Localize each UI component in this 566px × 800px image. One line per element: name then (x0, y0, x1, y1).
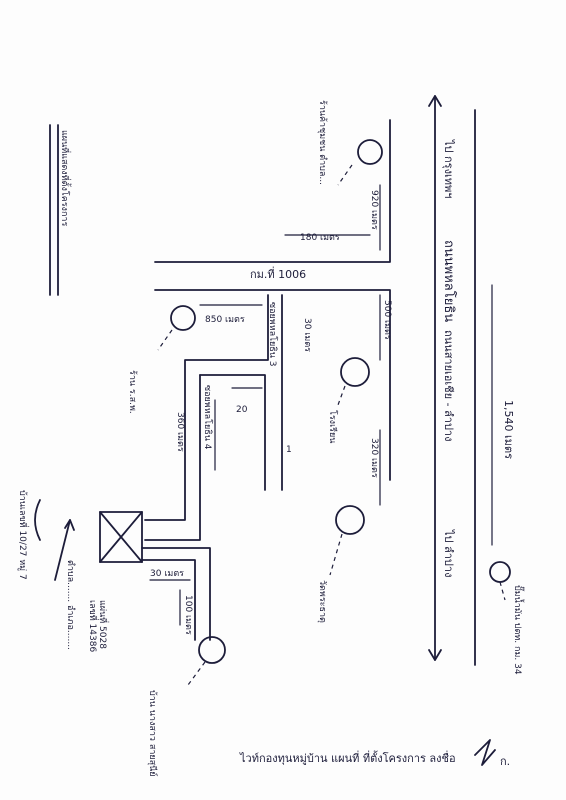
d360-label: 360 เมตร (175, 412, 185, 452)
soi4-road-b (144, 374, 201, 541)
main-highway-label: ถนนพหลโยธิน (441, 240, 457, 322)
bottom-house-label: บ้าน นางสาว สายสุนีย์ (147, 690, 159, 777)
km-marker-label: กม.ที่ 1006 (250, 266, 306, 281)
distance-1540-label: 1,540 เมตร (502, 400, 515, 459)
landmark-temple-circle (335, 505, 365, 535)
d30a-label: 30 เมตร (302, 318, 312, 352)
gas-label: ปั๊มน้ำมัน ปตท. กม. 34 (512, 585, 525, 675)
d180-label: 180 เมตร (300, 233, 340, 243)
d20-label: 20 (236, 405, 248, 415)
to-bangkok-label: ไป กรุงเทพฯ (442, 139, 455, 198)
d100-label: 100 เมตร (183, 595, 193, 635)
soi3-label: ซอยพหลโยธิน 3 (267, 302, 278, 367)
arrow-up-icon (428, 95, 442, 107)
soi4-road (199, 374, 266, 491)
ruam-label: ร้าน ร.ส.พ. (127, 370, 138, 414)
caption: ไวท์กองทุนหมู่บ้าน แผนที่ ที่ตั้งโครงการ… (239, 750, 456, 765)
soi4-label: ซอยพหลโยธิน 4 (202, 385, 213, 450)
landmark-bottom-circle (198, 636, 226, 664)
top-shop-label: ร้านค้าชุมชน ตำบล... (317, 100, 328, 185)
landmark-ruam-circle (170, 305, 196, 331)
top-road (154, 119, 391, 263)
lower-road-b (141, 559, 196, 641)
d500-label: 500 เมตร (382, 300, 392, 340)
school-label: โรงเรียน (327, 410, 338, 443)
left-notes-line2: เลขที่ 14386 (87, 600, 100, 652)
left-notes-line4: บ้านเลขที่ 10/27 หมู่ 7 (17, 490, 30, 580)
left-notes-title: แผนที่แสดงที่ตั้งโครงการ (59, 130, 72, 226)
signature-text: ก. (500, 755, 510, 768)
left-notes-line3: แผ่นที่ 5028 (97, 600, 110, 649)
road-num-label: 1 (286, 445, 292, 455)
d920-label: 920 เมตร (369, 190, 379, 230)
landmark-gas-circle (489, 561, 511, 583)
bracket-icon (34, 499, 41, 541)
soi3-road-a (144, 294, 269, 521)
project-box (99, 511, 143, 563)
temple-label: วัดพระธาตุ (317, 580, 327, 623)
top-road-lower (154, 289, 391, 481)
d850-label: 850 เมตร (205, 315, 245, 325)
segment-road-label: ถนนสายเอเชีย - ลำปาง (442, 330, 455, 441)
signature-mark (474, 739, 496, 766)
left-notes-line1: ตำบล....... อำเภอ....... (65, 560, 76, 650)
landmark-school-circle (340, 357, 370, 387)
d320-label: 320 เมตร (369, 438, 379, 478)
landmark-top-shop-circle (357, 139, 383, 165)
lower-road-a (141, 547, 211, 641)
d30b-label: 30 เมตร (150, 569, 184, 579)
to-upcountry-label: ไป ลำปาง (442, 529, 455, 577)
arrow-down-icon (428, 649, 442, 661)
